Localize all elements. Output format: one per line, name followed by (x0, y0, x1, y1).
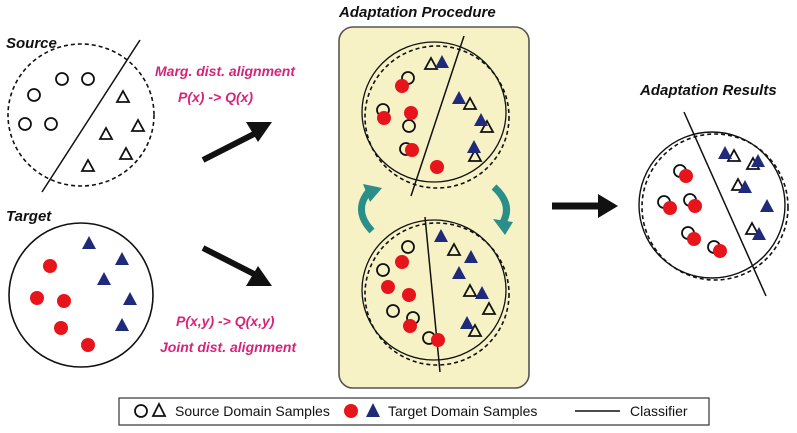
procedure-title: Adaptation Procedure (338, 4, 496, 21)
joint-alignment-formula: P(x,y) -> Q(x,y) (176, 313, 275, 329)
rotate-right-icon (491, 184, 513, 235)
target-triangle-samples (82, 236, 137, 331)
source-circle-samples (18, 72, 95, 131)
source-triangle-samples (80, 89, 146, 172)
results-classifier-line (683, 111, 767, 297)
target-domain-circle (8, 222, 154, 368)
procedure-lower-circle (361, 216, 510, 373)
joint-alignment-title: Joint dist. alignment (160, 339, 297, 355)
upper-big-arrow (201, 122, 272, 163)
legend-classifier-label: Classifier (630, 403, 688, 419)
upper-classifier-line (410, 35, 465, 197)
target-label: Target (6, 208, 52, 225)
procedure-upper-circle (361, 35, 510, 197)
legend-source-label: Source Domain Samples (175, 403, 330, 419)
marg-alignment-title: Marg. dist. alignment (155, 63, 296, 79)
legend-target-label: Target Domain Samples (388, 403, 537, 419)
source-domain-circle (7, 39, 155, 193)
legend-target-icons (344, 403, 380, 418)
results-circle (638, 111, 789, 297)
legend-source-icons (134, 401, 167, 418)
lower-big-arrow (201, 245, 272, 286)
results-title: Adaptation Results (639, 82, 777, 99)
target-dot-samples (30, 259, 95, 352)
source-classifier-line (41, 39, 141, 193)
source-label: Source (6, 35, 57, 52)
result-big-arrow (552, 194, 618, 218)
rotate-left-icon (358, 184, 382, 234)
marg-alignment-formula: P(x) -> Q(x) (178, 89, 253, 105)
